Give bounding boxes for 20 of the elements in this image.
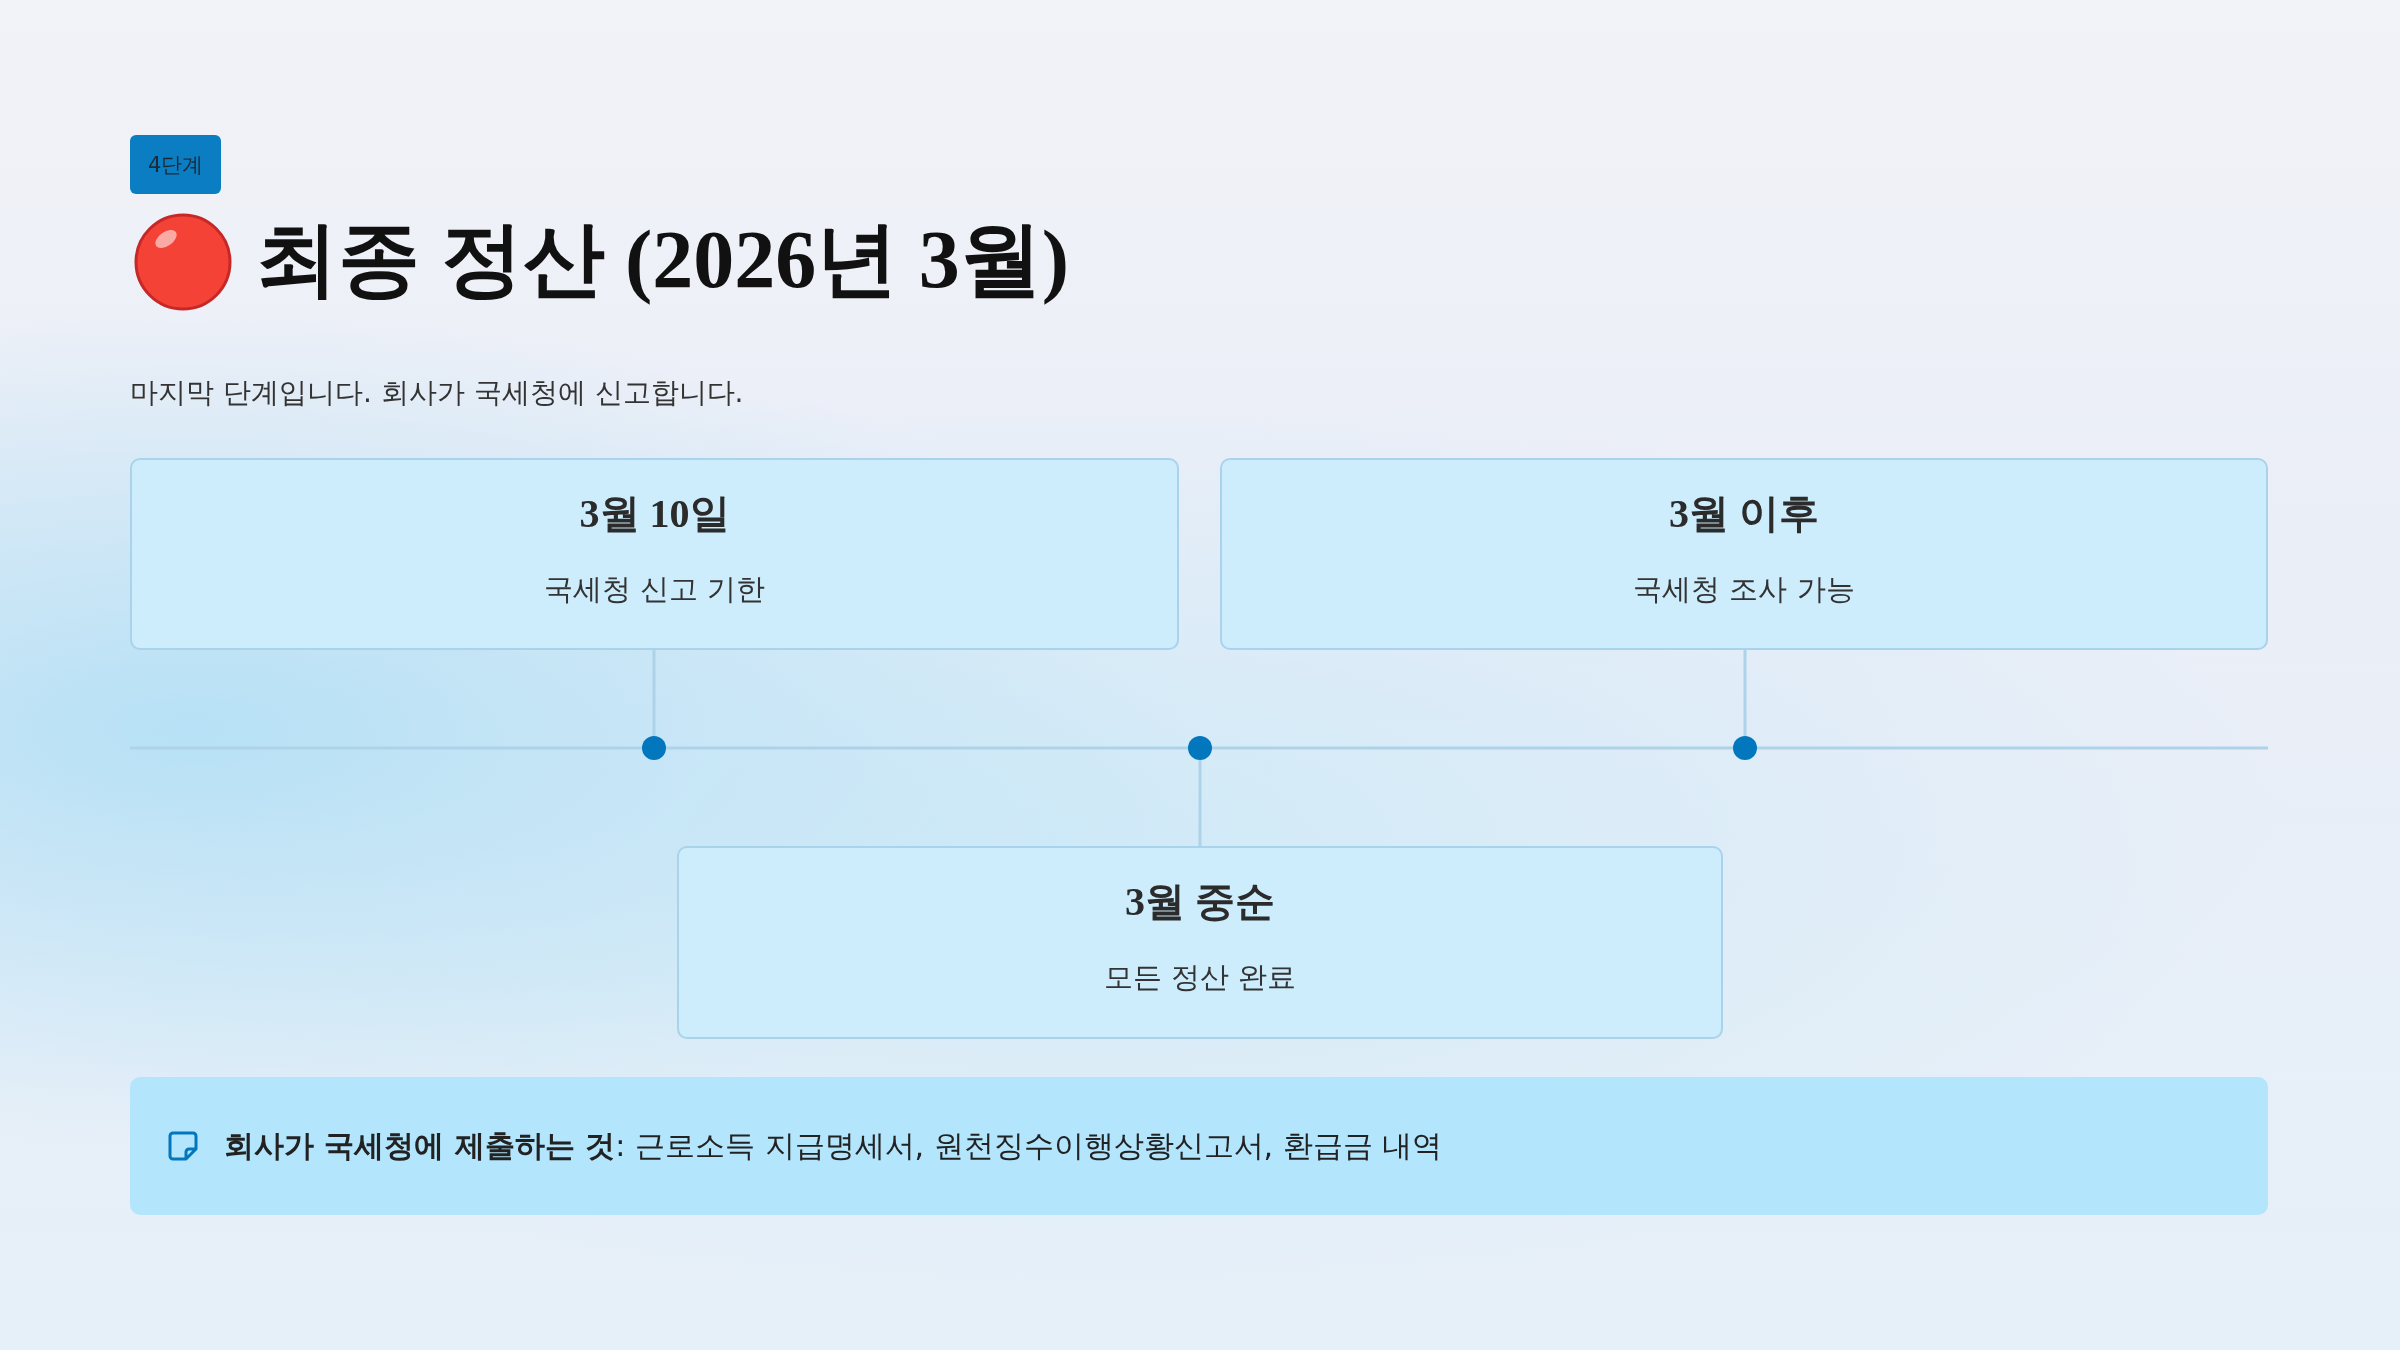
date-heading: 3월 중순 [1125, 878, 1275, 926]
note-panel [130, 1077, 2268, 1215]
timeline-card [130, 458, 1179, 650]
step-badge [130, 135, 222, 194]
connector-line [1743, 650, 1747, 736]
timeline-dot [642, 736, 666, 760]
note-text: 회사가 국세청에 제출하는 것: 근로소득 지급명세서, 원천징수이행상황신고서, 환급금 내역 [224, 1126, 1443, 1165]
page-title: 최종 정산 (2026년 3월) [256, 213, 1070, 307]
timeline-dot [1188, 736, 1212, 760]
event-description: 국세청 신고 기한 [543, 571, 766, 608]
event-description: 모든 정산 완료 [1103, 959, 1297, 996]
subtitle-text: 마지막 단계입니다. 회사가 국세청에 신고합니다. [130, 375, 744, 411]
date-heading: 3월 10일 [579, 490, 730, 538]
timeline-dot [1733, 736, 1757, 760]
timeline-card [677, 846, 1723, 1039]
connector-line [1198, 760, 1202, 846]
event-description: 국세청 조사 가능 [1633, 571, 1855, 608]
date-heading: 3월 이후 [1669, 490, 1819, 538]
step-label: 4단계 [148, 151, 204, 179]
timeline-card [1220, 458, 2268, 650]
